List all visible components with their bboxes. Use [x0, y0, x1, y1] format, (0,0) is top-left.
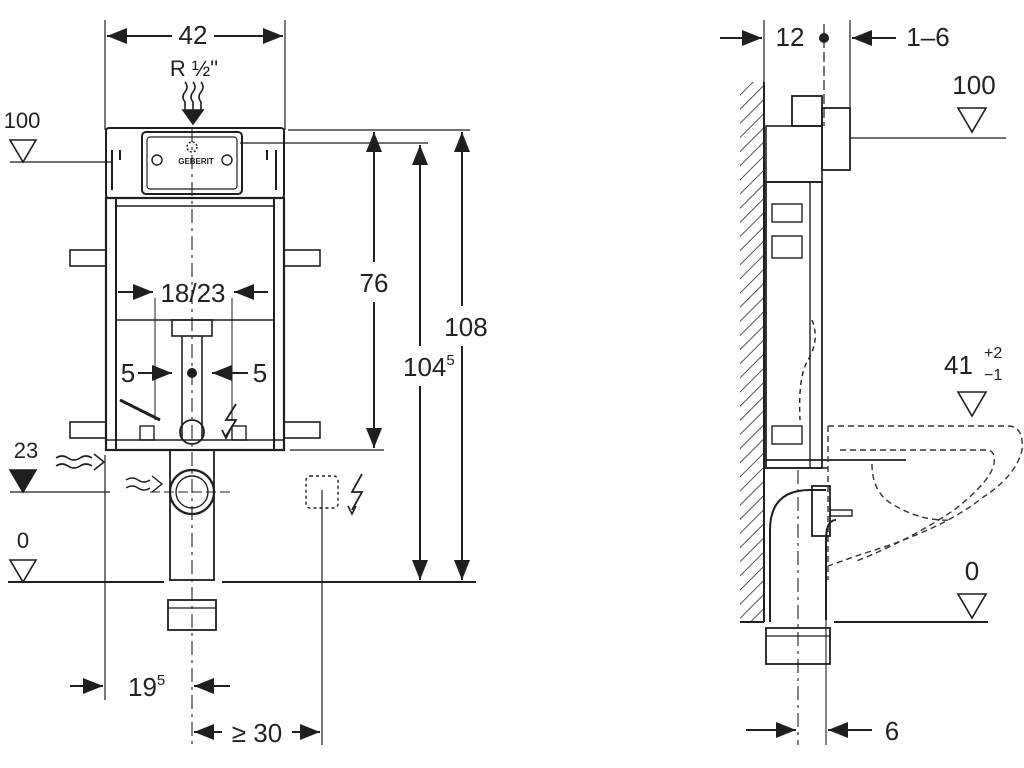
electrical-icon: [221, 403, 238, 441]
side-level-41-plus: +2: [984, 345, 1002, 362]
connection-label: R ½": [170, 56, 218, 81]
centerlines: [104, 128, 323, 745]
height-104-label: 1045: [403, 352, 455, 382]
right-5-label: 5: [253, 358, 267, 388]
level-100-marker: [8, 139, 428, 164]
toilet-bowl: [827, 425, 1023, 580]
side-depth-12-label: 12: [776, 22, 805, 52]
frame: [69, 196, 321, 452]
wall: [740, 82, 765, 623]
side-5-dimensions: [138, 365, 248, 381]
side-level-41-label: 41: [944, 350, 973, 380]
side-offset-6-label: 6: [885, 716, 899, 746]
side-view: [720, 20, 1023, 745]
side-level-100-marker: [850, 107, 1006, 139]
level-23-marker: [8, 453, 164, 494]
side-floor-marker: [834, 593, 988, 623]
side-level-100-label: 100: [952, 70, 995, 100]
width-dimension: [104, 20, 286, 130]
offset-19-label: 195: [128, 672, 165, 702]
side-top-dimensions: [720, 20, 896, 126]
brand-label: GEBERIT: [178, 157, 214, 166]
level-100-label: 100: [4, 108, 41, 133]
bottom-dimensions: [70, 678, 320, 740]
height-dimensions: [288, 129, 470, 580]
side-drain-pipe: [765, 485, 853, 665]
floor-level-marker: [8, 559, 476, 584]
water-supply-icon: [181, 81, 205, 126]
drain-spacing-label: 18/23: [160, 278, 225, 308]
side-range-label: 1–6: [906, 22, 949, 52]
socket-icon: [305, 473, 364, 516]
front-view: [8, 20, 476, 745]
side-frame: [765, 95, 906, 469]
level-23-label: 23: [14, 438, 38, 463]
width-label: 42: [179, 20, 208, 50]
height-108-label: 108: [444, 312, 487, 342]
level-0-label: 0: [17, 528, 29, 553]
side-level-41-minus: −1: [984, 367, 1002, 384]
left-5-label: 5: [121, 358, 135, 388]
height-76-label: 76: [360, 268, 389, 298]
side-centerlines: [797, 470, 827, 745]
min-30-label: ≥ 30: [232, 718, 282, 748]
side-level-41-marker: [956, 391, 988, 418]
side-level-0-label: 0: [965, 556, 979, 586]
